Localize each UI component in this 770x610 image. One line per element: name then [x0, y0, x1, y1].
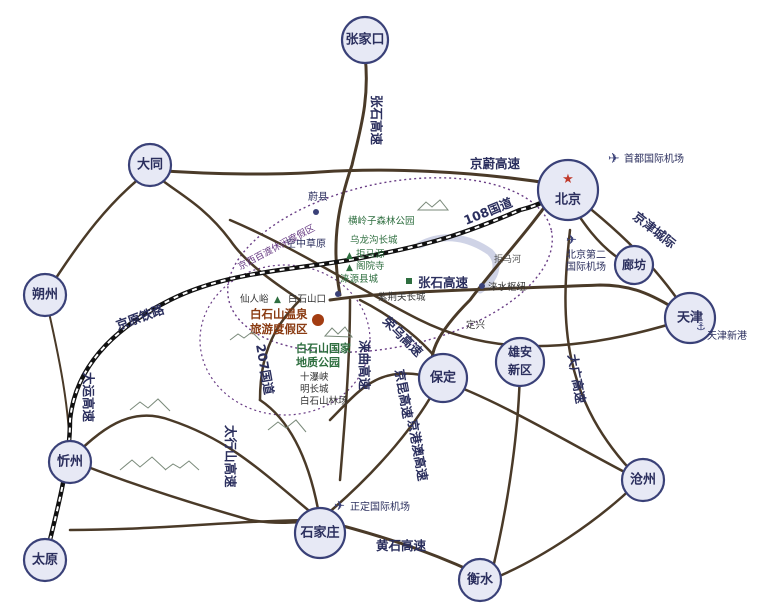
- tree-icon-2: ▲: [346, 251, 353, 261]
- resort-label-2: 旅游度假区: [250, 322, 308, 336]
- hw-jingyuan-rail: 京原铁路: [114, 301, 167, 332]
- svg-text:忻州: 忻州: [57, 454, 83, 470]
- jingyuan-railway-dash: [44, 184, 561, 561]
- geopark-label-2: 地质公园: [296, 355, 340, 369]
- hw-laiqu: 涞曲高速: [357, 340, 372, 391]
- xianrenyu-label: 仙人峪: [240, 293, 269, 305]
- tree-icon: ▲: [274, 295, 281, 305]
- geyuansi-label: 阁院寺: [356, 260, 385, 272]
- city-xiongan[interactable]: 雄安: [494, 336, 546, 388]
- daxing-airport-label-2: 国际机场: [566, 260, 606, 273]
- laishui-dot: [479, 283, 485, 289]
- city-cangzhou[interactable]: 沧州: [620, 457, 666, 503]
- capital-airport-label: 首都国际机场: [624, 152, 684, 165]
- svg-text:⚓: ⚓: [696, 320, 706, 333]
- svg-text:大同: 大同: [137, 157, 163, 173]
- daxing-airport-label-1: 北京第二: [566, 248, 606, 261]
- mingchangcheng-label: 明长城: [300, 383, 329, 395]
- geopark-label-1: 白石山国家: [296, 341, 352, 355]
- svg-text:张家口: 张家口: [345, 32, 384, 48]
- svg-text:✈: ✈: [608, 151, 620, 167]
- resort-marker-icon[interactable]: [312, 314, 324, 326]
- hw-jingkunbao: 京昆高速: [392, 368, 416, 420]
- svg-text:廊坊: 廊坊: [622, 257, 646, 272]
- hw-dagang: 大广高速: [565, 353, 589, 405]
- city-tianjin[interactable]: 天津: [663, 291, 717, 345]
- baishishan-pass-label: 白石山口: [288, 293, 326, 305]
- resort-zone-boundary: [199, 264, 371, 416]
- resort-label-1: 白石山温泉: [250, 307, 308, 321]
- city-taiyuan[interactable]: 太原: [22, 537, 68, 583]
- yuxian-label: 蔚县: [308, 191, 328, 203]
- xiongan-label-line2: 新区: [508, 362, 532, 377]
- capital-star-icon: ★: [562, 172, 574, 187]
- city-xinzhou[interactable]: 忻州: [47, 439, 93, 485]
- city-datong[interactable]: 大同: [127, 142, 173, 188]
- svg-text:天津: 天津: [677, 310, 703, 326]
- hw-zhangshi-north: 张石高速: [369, 95, 384, 146]
- city-baoding[interactable]: 保定: [417, 352, 469, 404]
- hw-taihang: 太行山高速: [223, 425, 238, 488]
- dingxing-label: 定兴: [466, 319, 485, 331]
- svg-text:沧州: 沧州: [630, 472, 656, 488]
- hw-jingwei: 京蔚高速: [470, 156, 521, 171]
- hw-jingjin: 京津城际: [630, 209, 679, 252]
- linchang-label: 白石山林场: [300, 395, 348, 407]
- airport-icon-daxing: ✈: [566, 233, 577, 248]
- tianjin-port-label: 天津新港: [707, 329, 747, 342]
- hw-207: 207国道: [253, 343, 277, 396]
- wulonggou-label: 乌龙沟长城: [350, 234, 398, 246]
- city-beijing[interactable]: 北京 ★: [536, 158, 600, 222]
- shiquxia-label: 十瀑峡: [300, 371, 329, 383]
- laiyuan-label: 涞源县城: [340, 274, 379, 285]
- air-grassland-label: 空中草原: [286, 237, 326, 250]
- mountain-sketch-icon: [119, 199, 450, 471]
- laishui-hub-label: 涞水枢纽: [488, 281, 527, 293]
- city-langfang[interactable]: 廊坊: [613, 244, 655, 286]
- svg-text:石家庄: 石家庄: [299, 525, 339, 541]
- svg-text:北京: 北京: [555, 192, 581, 208]
- airport-icon-zhengding: ✈: [334, 499, 345, 514]
- city-shijiazhuang[interactable]: 石家庄: [293, 506, 347, 560]
- svg-text:衡水: 衡水: [467, 572, 494, 588]
- hw-zhangshi: 张石高速: [418, 275, 469, 290]
- svg-text:雄安: 雄安: [507, 344, 532, 359]
- svg-text:保定: 保定: [429, 370, 456, 386]
- hw-jinggang-ao: 京港澳高速: [405, 418, 431, 483]
- airport-icon-tianjin: ⚓: [696, 320, 706, 333]
- zhangshi-marker-icon: [406, 278, 412, 284]
- zijingguan-label: 紫荆关长城: [378, 291, 426, 303]
- jumayuan-label: 拒马源: [356, 248, 385, 260]
- tourism-zone-outer: [227, 177, 553, 353]
- city-shuozhou[interactable]: 朔州: [22, 272, 68, 318]
- svg-text:✈: ✈: [566, 233, 577, 248]
- svg-text:太原: 太原: [31, 552, 58, 568]
- tree-icon-3: ▲: [346, 263, 353, 273]
- city-zhangjiakou[interactable]: 张家口: [340, 15, 390, 65]
- airport-icon: ✈: [608, 151, 620, 167]
- hw-huangshi: 黄石高速: [376, 538, 427, 553]
- hengling-label: 横岭子森林公园: [348, 215, 415, 227]
- svg-text:朔州: 朔州: [32, 287, 58, 303]
- svg-text:✈: ✈: [334, 499, 345, 514]
- pass-dot: [335, 291, 341, 297]
- zhengding-airport-label: 正定国际机场: [350, 500, 410, 513]
- hw-datong-yun: 大运高速: [81, 372, 96, 423]
- yuxian-dot: [313, 209, 319, 215]
- city-hengshui[interactable]: 衡水: [457, 557, 503, 603]
- juma-river-label: 拒马河: [494, 253, 521, 265]
